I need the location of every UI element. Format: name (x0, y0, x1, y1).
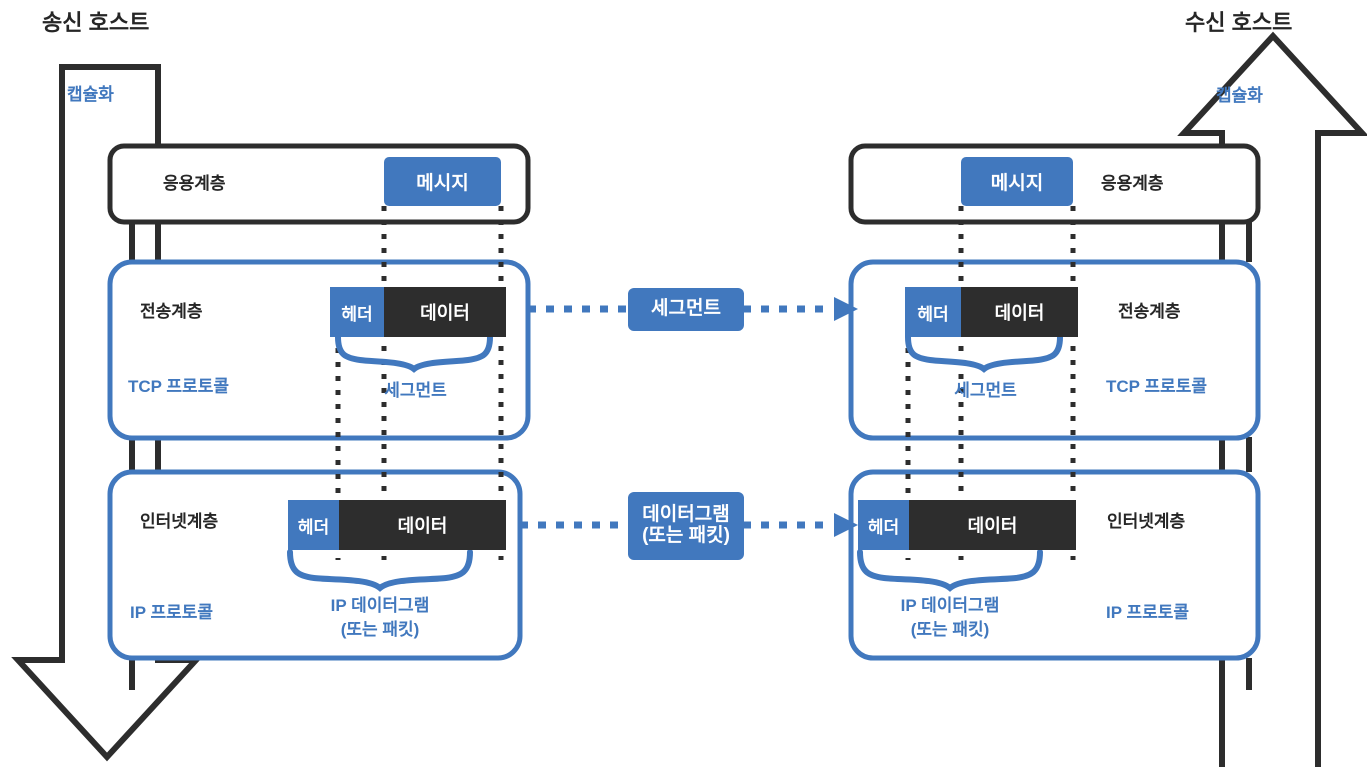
left-internet-layer-label: 인터넷계층 (140, 512, 219, 531)
left-datagram-brace-label-line1: IP 데이터그램 (330, 596, 430, 615)
datagram-transfer-arrowhead (834, 513, 858, 537)
right-encapsulation-arrow (1177, 31, 1367, 767)
right-internet-layer-label: 인터넷계층 (1107, 512, 1186, 531)
left-transport-data-cell: 데이터 (384, 287, 506, 337)
left-transport-brace (335, 334, 493, 373)
datagram-transfer-label-line1: 데이터그램 (642, 504, 730, 526)
datagram-transfer-label-line2: (또는 패킷) (642, 525, 730, 546)
right-transport-brace (905, 334, 1063, 373)
left-ip-protocol-label: IP 프로토콜 (130, 603, 214, 622)
left-internet-data-cell: 데이터 (339, 500, 506, 550)
left-internet-header-cell: 헤더 (288, 500, 339, 550)
left-message-box: 메시지 (384, 157, 501, 206)
right-internet-data-cell: 데이터 (909, 500, 1076, 550)
left-segment-brace-label: 세그먼트 (384, 381, 447, 400)
segment-transfer-arrowhead (834, 297, 858, 321)
right-encapsulation-label: 캡슐화 (1216, 86, 1263, 105)
segment-transfer-label: 세그먼트 (628, 288, 744, 331)
left-datagram-brace-label-line2: (또는 패킷) (340, 620, 420, 639)
right-ip-protocol-label: IP 프로토콜 (1106, 603, 1190, 622)
right-datagram-brace-label-line2: (또는 패킷) (910, 620, 990, 639)
left-host-title: 송신 호스트 (42, 10, 150, 35)
right-transport-layer-label: 전송계층 (1118, 302, 1181, 321)
left-application-layer-label: 응용계층 (163, 174, 226, 193)
left-tcp-protocol-label: TCP 프로토콜 (128, 377, 229, 396)
left-transport-layer-label: 전송계층 (140, 302, 203, 321)
right-tcp-protocol-label: TCP 프로토콜 (1106, 377, 1207, 396)
right-message-box: 메시지 (961, 157, 1073, 206)
right-internet-header-cell: 헤더 (858, 500, 909, 550)
right-host-title: 수신 호스트 (1185, 10, 1293, 35)
right-application-layer-label: 응용계층 (1101, 174, 1164, 193)
right-datagram-brace-label-line1: IP 데이터그램 (900, 596, 1000, 615)
right-transport-data-cell: 데이터 (961, 287, 1078, 337)
left-internet-brace (287, 549, 473, 592)
right-internet-brace (857, 549, 1043, 592)
left-encapsulation-label: 캡슐화 (67, 85, 114, 104)
right-transport-header-cell: 헤더 (905, 287, 961, 337)
right-segment-brace-label: 세그먼트 (954, 381, 1017, 400)
left-transport-header-cell: 헤더 (330, 287, 384, 337)
datagram-transfer-label: 데이터그램 (또는 패킷) (628, 492, 744, 560)
